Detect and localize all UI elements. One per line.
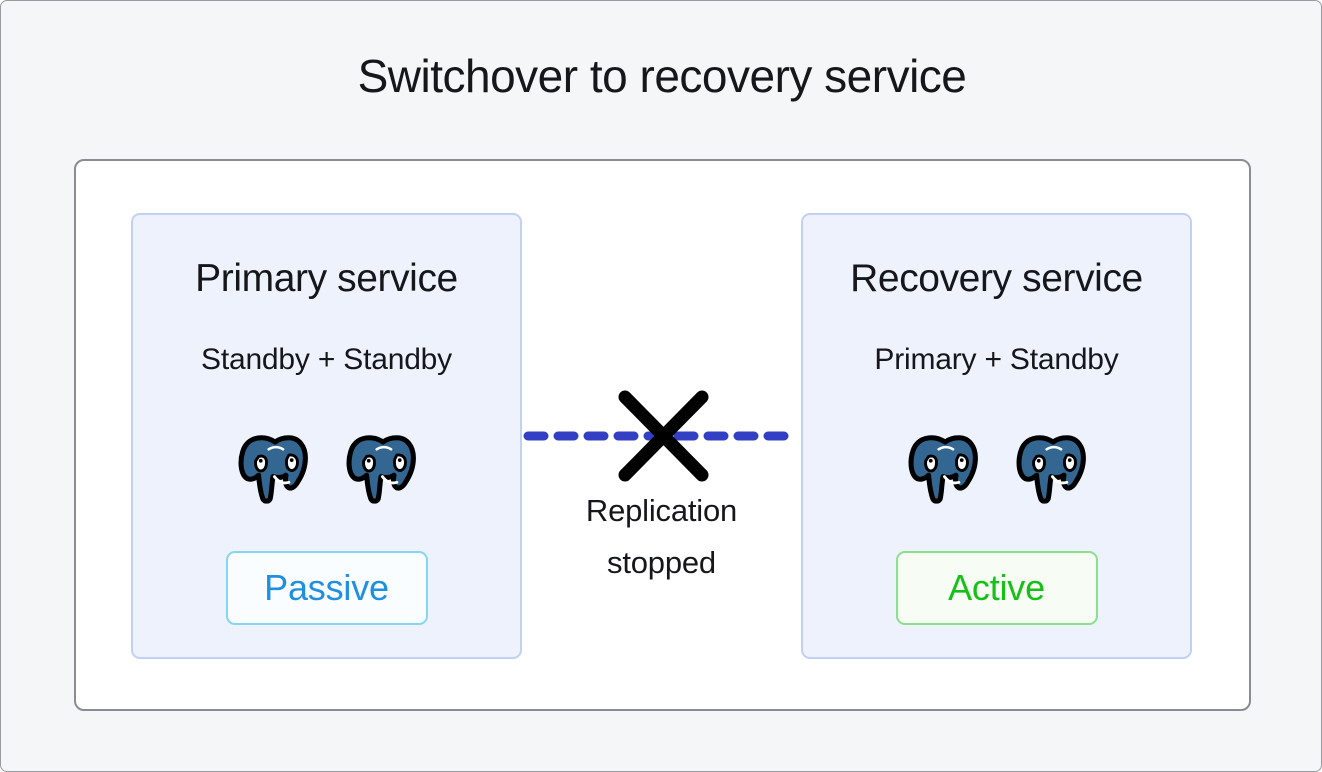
replication-connector: Replication stopped [522, 390, 801, 581]
node-row [803, 431, 1190, 505]
node-row [133, 431, 520, 505]
postgresql-elephant-icon [346, 435, 416, 504]
replication-line [523, 390, 801, 482]
postgresql-elephant-icon [238, 435, 308, 504]
page-title: Switchover to recovery service [357, 50, 967, 102]
cross-icon [618, 390, 709, 482]
replication-label-line1: Replication [585, 493, 738, 528]
replication-label: Replication stopped [502, 485, 821, 589]
postgresql-elephant-icon [1016, 435, 1086, 504]
service-subtitle: Standby + Standby [201, 343, 452, 376]
service-card-primary[interactable]: Primary service Standby + Standby [131, 213, 522, 659]
service-title: Primary service [195, 257, 458, 300]
status-badge: Active [895, 551, 1098, 625]
replication-label-line2: stopped [607, 545, 716, 580]
service-card-recovery[interactable]: Recovery service Primary + Standby [801, 213, 1192, 659]
postgresql-elephant-icon [908, 435, 978, 504]
service-title: Recovery service [850, 257, 1143, 300]
status-badge: Passive [225, 551, 428, 625]
service-subtitle: Primary + Standby [874, 343, 1119, 376]
